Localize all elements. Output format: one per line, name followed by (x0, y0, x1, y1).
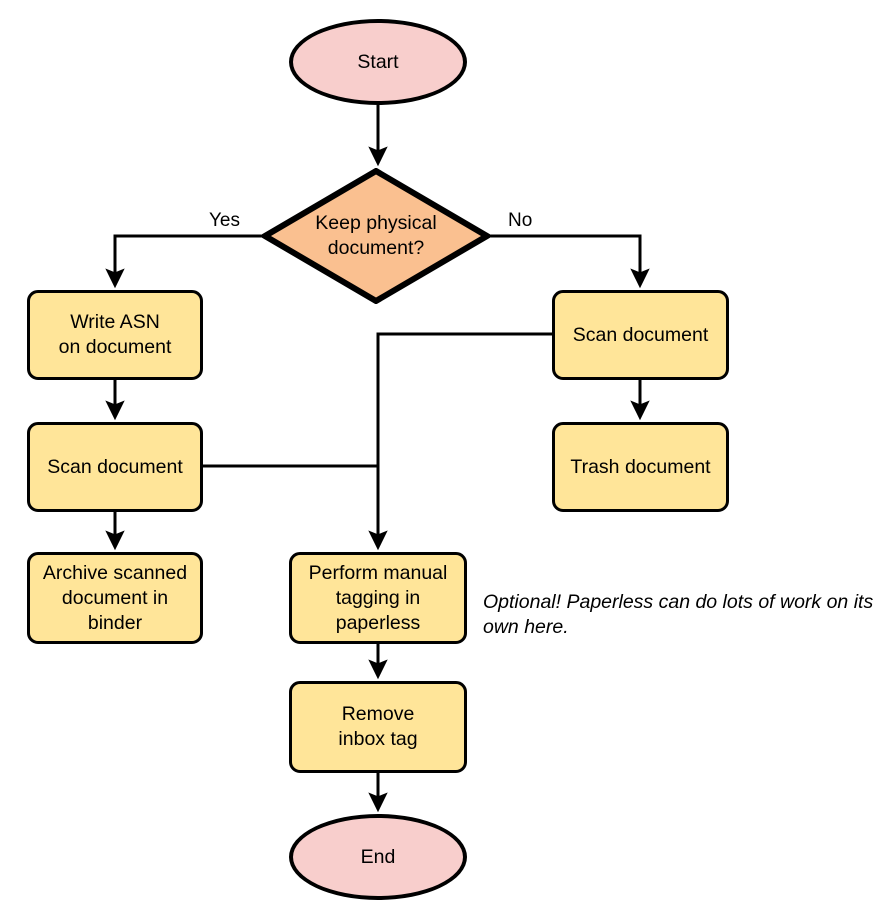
annotation-optional-note: Optional! Paperless can do lots of work … (483, 591, 874, 638)
node-scan-document-right-label: Scan document (572, 323, 709, 346)
edge-label-yes: Yes (209, 210, 240, 231)
node-trash-document[interactable]: Trash document (552, 422, 729, 512)
node-scan-document-right[interactable]: Scan document (552, 290, 729, 380)
node-keep-physical-document[interactable]: Keep physical document? (262, 168, 490, 304)
node-scan-document-left-label: Scan document (47, 455, 183, 478)
node-start[interactable]: Start (289, 19, 467, 105)
node-write-asn-on-document[interactable]: Write ASN on document (27, 290, 203, 380)
node-write-asn-on-document-label: Write ASN on document (58, 311, 172, 358)
edge-scan-right-to-tagging (368, 332, 552, 551)
node-end-label: End (360, 845, 396, 868)
node-scan-document-left[interactable]: Scan document (27, 422, 203, 512)
edge-decision-to-scan-right (490, 234, 650, 289)
node-keep-physical-document-label: Keep physical document? (315, 212, 437, 259)
node-trash-document-label: Trash document (570, 455, 711, 478)
node-archive-scanned-document-in-binder[interactable]: Archive scanned document in binder (27, 552, 203, 644)
edge-decision-to-write-asn (105, 234, 262, 289)
edge-label-no: No (508, 210, 533, 231)
node-perform-manual-tagging-in-paperless-label: Perform manual tagging in paperless (308, 561, 448, 634)
node-remove-inbox-tag-label: Remove inbox tag (338, 703, 418, 750)
node-start-label: Start (357, 50, 399, 73)
diamond-shape (262, 168, 490, 304)
node-perform-manual-tagging-in-paperless[interactable]: Perform manual tagging in paperless (289, 552, 467, 644)
node-end[interactable]: End (289, 814, 467, 900)
node-archive-scanned-document-in-binder-label: Archive scanned document in binder (42, 561, 188, 634)
node-remove-inbox-tag[interactable]: Remove inbox tag (289, 681, 467, 773)
